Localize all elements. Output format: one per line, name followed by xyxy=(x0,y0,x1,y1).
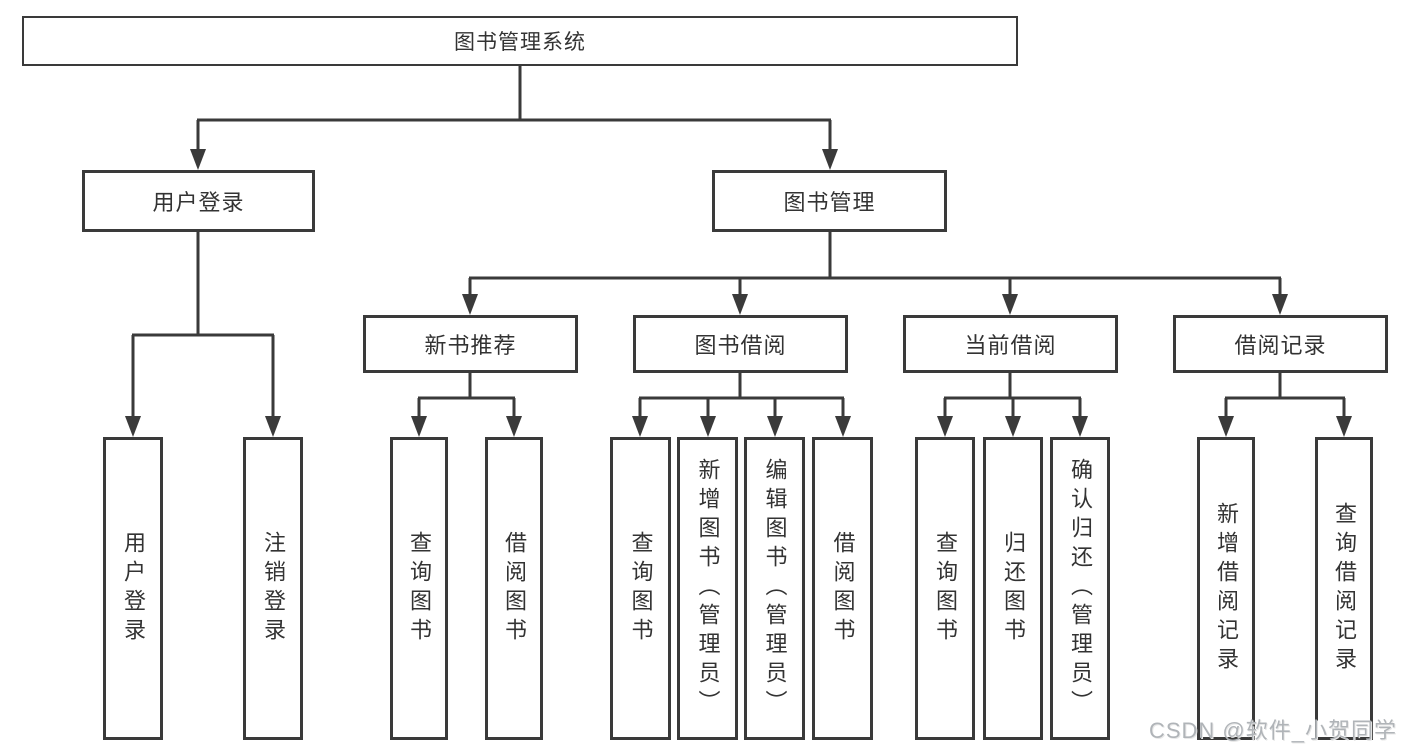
node-current-borrow: 当前借阅 xyxy=(903,315,1118,373)
node-new-book-recommend-label: 新书推荐 xyxy=(424,333,517,358)
node-user-login-label: 用户登录 xyxy=(152,190,245,215)
connector-root xyxy=(196,66,832,152)
leaf-borrow-books-label: 借阅图书 xyxy=(830,530,856,647)
node-system-root: 图书管理系统 xyxy=(22,16,1018,66)
leaf-user-login: 用户登录 xyxy=(103,437,163,740)
node-book-management-label: 图书管理 xyxy=(783,190,876,215)
node-current-borrow-label: 当前借阅 xyxy=(964,333,1057,358)
connector-records xyxy=(1224,373,1346,419)
node-new-book-recommend: 新书推荐 xyxy=(363,315,578,373)
leaf-query-borrow-record-label: 查询借阅记录 xyxy=(1332,501,1357,676)
leaf-return-books-label: 归还图书 xyxy=(1001,530,1026,647)
connector-login xyxy=(131,232,275,419)
node-borrow-records-label: 借阅记录 xyxy=(1234,333,1327,358)
leaf-borrow-books: 借阅图书 xyxy=(812,437,873,740)
leaf-confirm-return-admin: 确认归还（管理员） xyxy=(1050,437,1110,740)
leaf-return-books: 归还图书 xyxy=(983,437,1043,740)
leaf-current-query-books-label: 查询图书 xyxy=(933,530,958,647)
leaf-edit-books-admin: 编辑图书（管理员） xyxy=(744,437,805,740)
leaf-confirm-return-admin-label: 确认归还（管理员） xyxy=(1068,458,1093,719)
leaf-query-borrow-record: 查询借阅记录 xyxy=(1315,437,1373,740)
leaf-add-books-admin-label: 新增图书（管理员） xyxy=(695,458,721,719)
connector-current xyxy=(943,373,1082,419)
csdn-watermark: CSDN @软件_小贺同学 xyxy=(1148,718,1397,743)
leaf-logout: 注销登录 xyxy=(243,437,303,740)
leaf-add-borrow-record-label: 新增借阅记录 xyxy=(1214,501,1239,676)
node-book-borrow-label: 图书借阅 xyxy=(694,333,787,358)
node-borrow-records: 借阅记录 xyxy=(1173,315,1388,373)
leaf-edit-books-admin-label: 编辑图书（管理员） xyxy=(762,458,788,719)
node-book-borrow: 图书借阅 xyxy=(633,315,848,373)
leaf-recommend-query-books-label: 查询图书 xyxy=(407,530,432,647)
connector-borrow xyxy=(638,373,845,419)
leaf-borrow-query-books: 查询图书 xyxy=(610,437,671,740)
leaf-recommend-borrow-books: 借阅图书 xyxy=(485,437,543,740)
arrowheads xyxy=(125,149,1352,437)
leaf-add-borrow-record: 新增借阅记录 xyxy=(1197,437,1255,740)
leaf-borrow-query-books-label: 查询图书 xyxy=(628,530,654,647)
node-user-login: 用户登录 xyxy=(82,170,315,232)
leaf-user-login-label: 用户登录 xyxy=(121,530,146,647)
leaf-recommend-query-books: 查询图书 xyxy=(390,437,448,740)
node-system-root-label: 图书管理系统 xyxy=(454,31,586,54)
leaf-recommend-borrow-books-label: 借阅图书 xyxy=(502,530,527,647)
leaf-add-books-admin: 新增图书（管理员） xyxy=(677,437,738,740)
node-book-management: 图书管理 xyxy=(712,170,947,232)
connector-manage xyxy=(468,232,1282,297)
leaf-logout-label: 注销登录 xyxy=(261,530,286,647)
leaf-current-query-books: 查询图书 xyxy=(915,437,975,740)
connector-recommend xyxy=(417,373,516,419)
